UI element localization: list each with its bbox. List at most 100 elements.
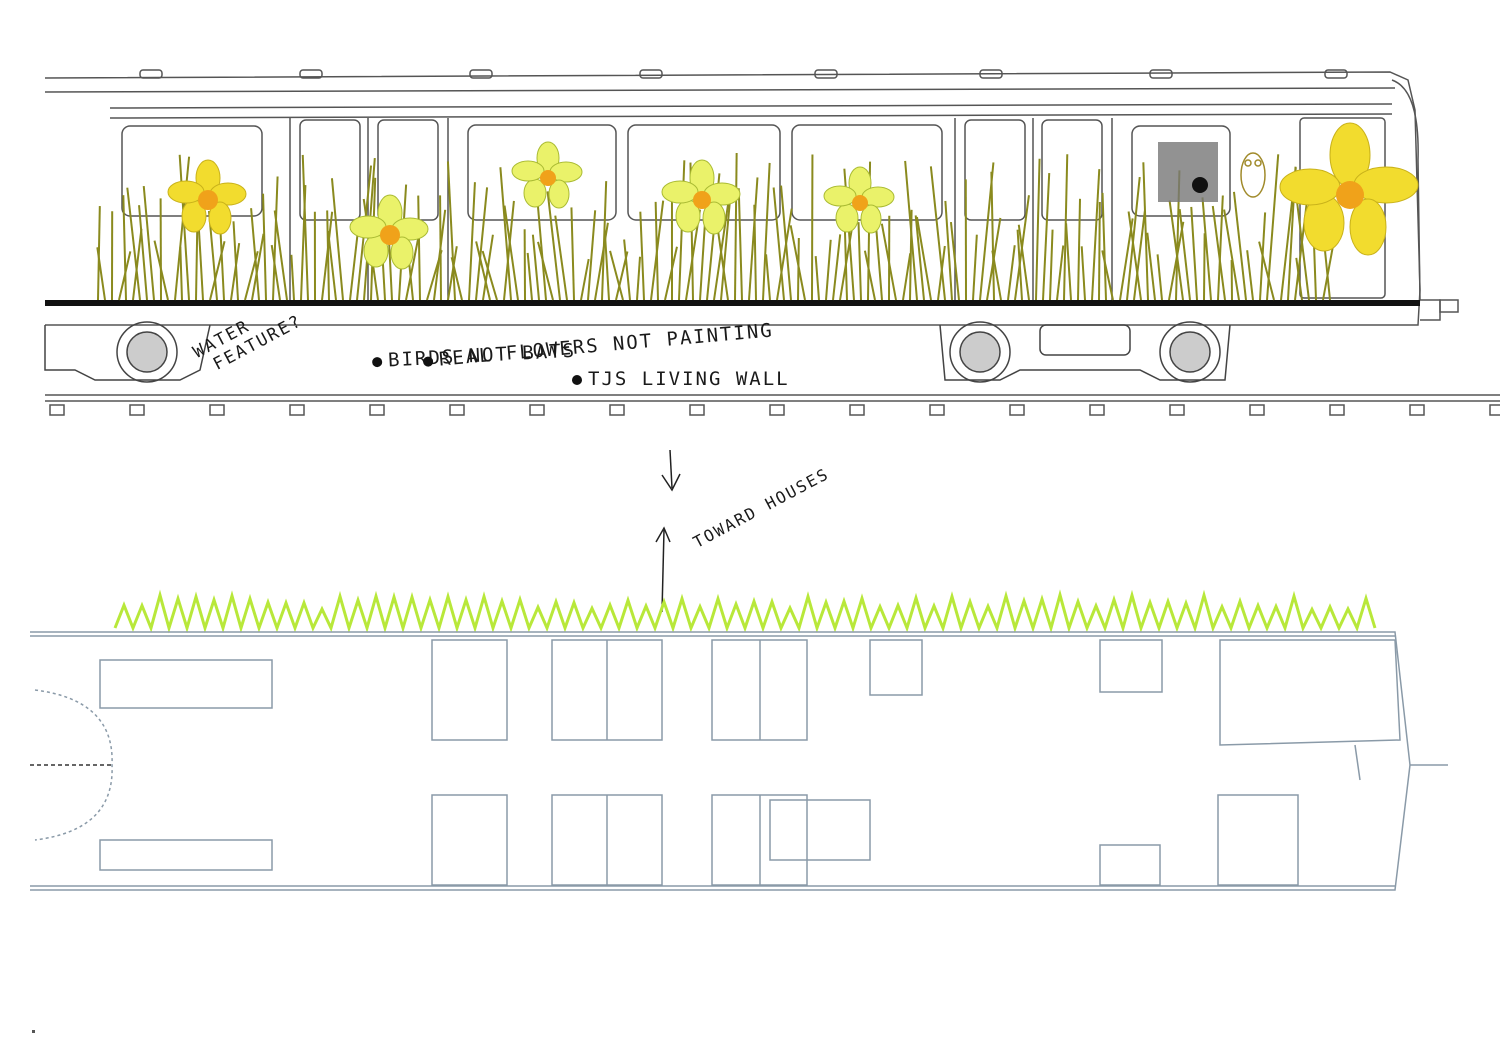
grass-blade [537,241,554,301]
grass-blade [762,162,771,301]
grass-blade [1035,158,1041,301]
grass-blade [209,241,226,301]
grass-blade [772,187,785,301]
grass-blade [1056,245,1065,301]
grass-blade [639,211,645,301]
grass-blade [1065,223,1072,301]
daffodil-large [1279,122,1419,256]
grass-blade [880,223,897,301]
grass-blade [1080,246,1086,301]
dark-window-scribble [1158,142,1218,202]
grass-blade [546,191,561,301]
grass-blade [972,234,978,301]
grass-blade [1246,250,1254,301]
grass-blade [1077,198,1082,301]
grass-blade [654,201,659,301]
grass-blade [1098,201,1101,301]
grass-blade [96,247,106,301]
grass-blade [433,209,447,301]
roof-vents [139,69,1348,79]
grass-blade [273,210,288,301]
grass-blade [857,222,862,301]
sleeper [49,404,65,416]
grass-blade [475,241,491,301]
grass-blade [929,166,946,301]
grass-blade [902,253,912,301]
grass-blade [330,178,344,301]
grass-blade [776,208,793,301]
grass-blade [1203,233,1206,301]
grass-blade [554,215,568,301]
sleeper [769,404,785,416]
sleeper [849,404,865,416]
grass-blade [1211,205,1226,301]
grass-blade [531,234,540,301]
grass-blade [290,254,295,301]
grass-blade [1178,208,1191,301]
grass-blade [1101,250,1114,301]
sleeper [209,404,225,416]
grass-blade [179,246,183,301]
grass-blade [1146,232,1156,301]
daffodil-4 [661,159,741,235]
grass-blade [949,221,960,301]
grass-blade [825,239,832,301]
sleeper [1489,404,1500,416]
sleeper [1089,404,1105,416]
daffodil-3 [511,141,583,209]
grass-blade [1091,169,1101,301]
grass-blade [1101,192,1107,301]
grass-blade [174,156,191,301]
bogie-left [44,321,211,383]
grass-blade [450,257,463,301]
grass-blade [446,161,456,301]
grass-blade [814,256,820,301]
grass-blade [138,205,148,301]
grass-blade [1266,154,1280,301]
sleeper [1329,404,1345,416]
grass-blade [909,209,913,301]
grass-blade [1190,206,1198,301]
grass-blade [1232,191,1247,301]
grass-blade [447,246,458,301]
grass-blade [737,188,743,301]
owl-sketch [1240,152,1266,198]
grass-blade [636,256,642,301]
grass-blade [1017,224,1030,301]
grass-blade [327,230,337,301]
grass-blade [122,195,127,301]
grass-blade [603,230,610,301]
grass-blade [915,216,932,301]
grass-blade [481,250,498,301]
grass-blade [1294,197,1309,301]
grass-blade [1042,173,1051,301]
carriage-windows [121,117,1386,299]
grass-blade [475,187,489,301]
grass-blade [734,152,738,301]
hedge-scribble [113,589,1377,634]
daffodil-1 [167,159,247,235]
grass-blade [262,193,267,301]
grass-blade [1156,254,1163,301]
grass-blade [178,154,190,301]
grass-blade [250,208,260,301]
sleeper [1249,404,1265,416]
grass-blade [609,250,624,301]
sleeper [1169,404,1185,416]
sleeper [129,404,145,416]
grass-blade [1168,200,1184,301]
grass-blade [1201,197,1212,301]
carriage-side-elevation [44,69,1500,416]
grass-blade [232,221,239,301]
grass-blade [272,176,279,301]
grass-blade [439,195,442,301]
grass-blade [126,187,141,301]
grass-blade [270,244,281,301]
grass-blade [251,233,265,301]
grass-blade [1127,211,1142,301]
grass-blade [664,246,678,301]
grass-blade [914,215,925,301]
grass-blade [944,200,953,301]
